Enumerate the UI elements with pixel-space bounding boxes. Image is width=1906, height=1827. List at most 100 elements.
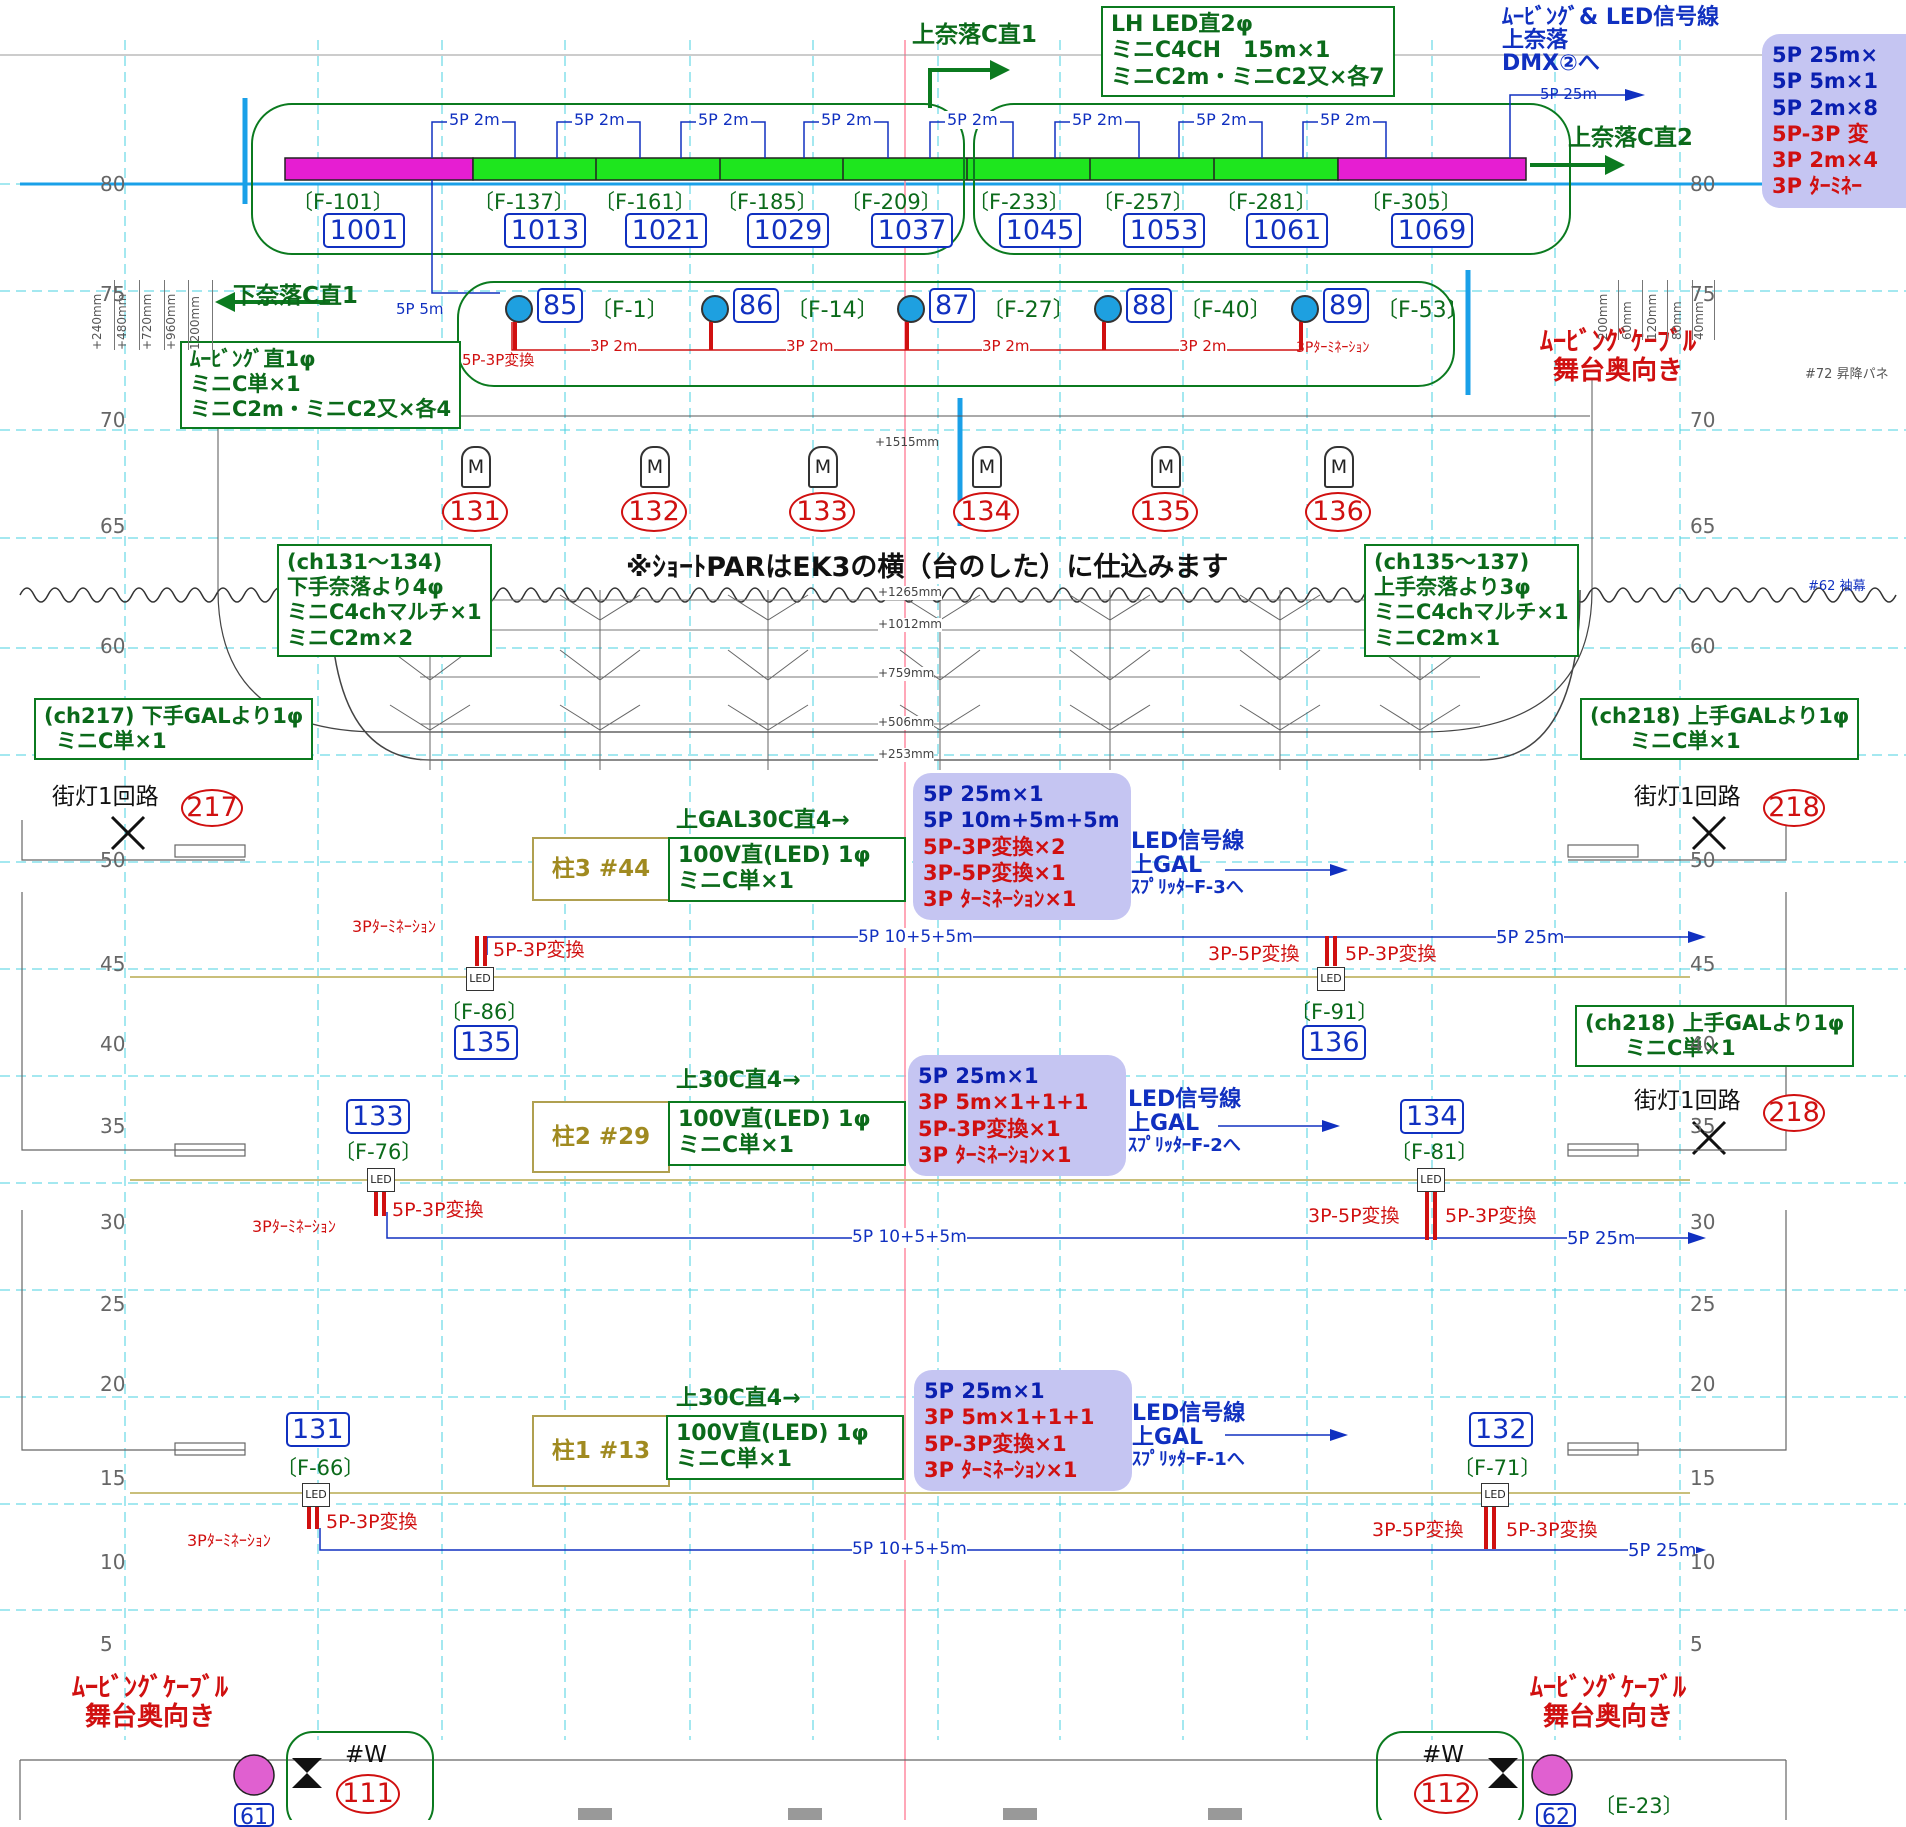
- bar-seg-label-3: 5P 2m: [819, 110, 874, 130]
- mid-dim-4: +253mm: [878, 747, 935, 762]
- spot-link-1: 3P 2m: [786, 337, 834, 356]
- drop-c2-label: 上奈落C直2: [1568, 125, 1693, 151]
- motor-ch-5: 136: [1305, 492, 1371, 532]
- axis-right-11: 20: [1690, 1372, 1716, 1396]
- motor-icon-4: M: [1151, 446, 1181, 488]
- pillar3-led-left: LED: [466, 967, 494, 991]
- axis-right-12: 15: [1690, 1466, 1716, 1490]
- spot-f-4: 〔F-53〕: [1376, 298, 1469, 323]
- spot-f-0: 〔F-1〕: [590, 298, 669, 323]
- panel-note: #72 昇降パネ: [1805, 367, 1889, 382]
- spot-light-icon-0: [505, 295, 533, 323]
- fixture-id-0: 〔F-101〕: [292, 190, 394, 214]
- pillar2-term: 3Pﾀｰﾐﾈｰｼｮﾝ: [252, 1217, 336, 1236]
- pillar2-n-right: 134: [1400, 1099, 1464, 1135]
- mid-dim-2: +759mm: [878, 666, 935, 681]
- fixture-id-3: 〔F-185〕: [716, 190, 818, 214]
- curtain-label: #62 袖幕: [1808, 579, 1866, 594]
- axis-right-9: 30: [1690, 1210, 1716, 1234]
- pillar1-f-left: 〔F-66〕: [276, 1456, 365, 1480]
- pillar2-conv-left: 5P-3P変換: [392, 1199, 484, 1221]
- truss-diag-4: [1069, 594, 1151, 731]
- spot-link-0: 3P 2m: [590, 337, 638, 356]
- bar-magenta-left: [284, 157, 474, 181]
- axis-right-14: 5: [1690, 1632, 1703, 1656]
- axis-right-13: 10: [1690, 1550, 1716, 1574]
- pillar1-led-left: LED: [302, 1483, 330, 1507]
- bar-seg-label-2: 5P 2m: [696, 110, 751, 130]
- pillar1-n-right: 132: [1469, 1412, 1533, 1448]
- pillar2-led-left: LED: [367, 1168, 395, 1192]
- pillar1-conv-right: 5P-3P変換: [1506, 1519, 1598, 1541]
- cable-5p25-top: 5P 25m: [1540, 85, 1598, 103]
- motor-ch-0: 131: [442, 492, 508, 532]
- truss-diag-2: [727, 594, 809, 731]
- pillar3-term: 3Pﾀｰﾐﾈｰｼｮﾝ: [352, 917, 436, 936]
- axis-left-13: 10: [100, 1550, 126, 1574]
- ch111-circle: 111: [336, 1774, 400, 1814]
- pillar1-n-left: 131: [286, 1412, 350, 1448]
- pillar3-f-left: 〔F-86〕: [440, 1000, 529, 1024]
- axis-right-1: 75: [1690, 282, 1716, 306]
- bar-seg-label-5: 5P 2m: [1070, 110, 1125, 130]
- bar-group-left: [251, 103, 965, 255]
- axis-right-4: 60: [1690, 634, 1716, 658]
- axis-left-9: 30: [100, 1210, 126, 1234]
- truss-lines: [420, 599, 1480, 761]
- fixture-id-1: 〔F-137〕: [473, 190, 575, 214]
- motor-ch-1: 132: [621, 492, 687, 532]
- axis-right-10: 25: [1690, 1292, 1716, 1316]
- axis-right-5: 50: [1690, 848, 1716, 872]
- moving-cable-left: ﾑｰﾋﾞﾝｸﾞｹｰﾌﾞﾙ舞台奥向き: [72, 1673, 229, 1732]
- fixture-num-6: 1053: [1123, 213, 1205, 249]
- ch218-circle-lower: 218: [1763, 1094, 1825, 1132]
- spot-num-4: 89: [1323, 288, 1370, 324]
- axis-left-4: 60: [100, 634, 126, 658]
- fixture-num-5: 1045: [999, 213, 1081, 249]
- spot-red-lead-1: [709, 322, 713, 350]
- ch112-circle: 112: [1414, 1774, 1478, 1814]
- axis-left-5: 50: [100, 848, 126, 872]
- spot-num-0: 85: [537, 288, 584, 324]
- pillar1-label: 柱1 #13: [532, 1415, 670, 1487]
- spot-group: [457, 281, 1455, 387]
- pillar2-tail: 5P 25m: [1567, 1228, 1636, 1250]
- spot-light-icon-3: [1094, 295, 1122, 323]
- axis-right-8: 35: [1690, 1114, 1716, 1138]
- moving-cable-bottom-right: ﾑｰﾋﾞﾝｸﾞｹｰﾌﾞﾙ舞台奥向き: [1530, 1673, 1687, 1732]
- spot-link-3: 3P 2m: [1179, 337, 1227, 356]
- pillar1-gal-label: 上30C直4→: [676, 1386, 801, 1411]
- pillar1-led-right: LED: [1481, 1483, 1509, 1507]
- pillar3-f-right: 〔F-91〕: [1290, 1000, 1379, 1024]
- spot-num-3: 88: [1126, 288, 1173, 324]
- spot-red-lead-4: [1299, 322, 1303, 350]
- height-left-3: +960mm: [164, 280, 189, 350]
- axis-right-2: 70: [1690, 408, 1716, 432]
- lower-drop-label: 下奈落C直1: [233, 283, 358, 309]
- fixture-num-0: 1001: [323, 213, 405, 249]
- fixture-num-3: 1029: [747, 213, 829, 249]
- motor-ch-2: 133: [789, 492, 855, 532]
- height-left-2: +720mm: [140, 280, 165, 350]
- pillar1-f-right: 〔F-71〕: [1453, 1456, 1542, 1480]
- bar-magenta-right: [1337, 157, 1527, 181]
- pillar3-conv-right: 5P-3P変換: [1345, 943, 1437, 965]
- w-label-left: #W: [345, 1742, 388, 1768]
- e23-label: 〔E-23〕: [1594, 1794, 1684, 1818]
- fixture-num-1: 1013: [504, 213, 586, 249]
- pillar2-led-right: LED: [1417, 1168, 1445, 1192]
- short-par-note: ※ｼｮｰﾄPARはEK3の横（台のした）に仕込みます: [626, 552, 1229, 583]
- spot-num-2: 87: [929, 288, 976, 324]
- spot-f-3: 〔F-40〕: [1179, 298, 1272, 323]
- cable-5p5m: 5P 5m: [396, 300, 444, 318]
